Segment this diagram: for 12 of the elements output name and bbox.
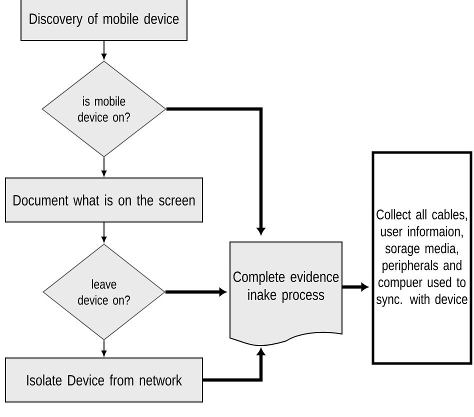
process-box: Discovery of mobile device	[20, 0, 188, 41]
arrow	[166, 107, 265, 235]
process-box: Document what is on the screen	[5, 178, 203, 222]
process-box: Isolate Device from network	[5, 358, 203, 402]
arrow	[165, 288, 226, 296]
arrow	[101, 156, 107, 176]
arrow	[101, 340, 107, 356]
arrow	[101, 40, 107, 60]
arrow	[101, 222, 107, 242]
process-box: Collect all cables, user informaion, sorage media, peripherals and compuer used to sync. with device	[372, 151, 472, 365]
arrow	[203, 348, 265, 382]
arrow	[342, 283, 368, 291]
